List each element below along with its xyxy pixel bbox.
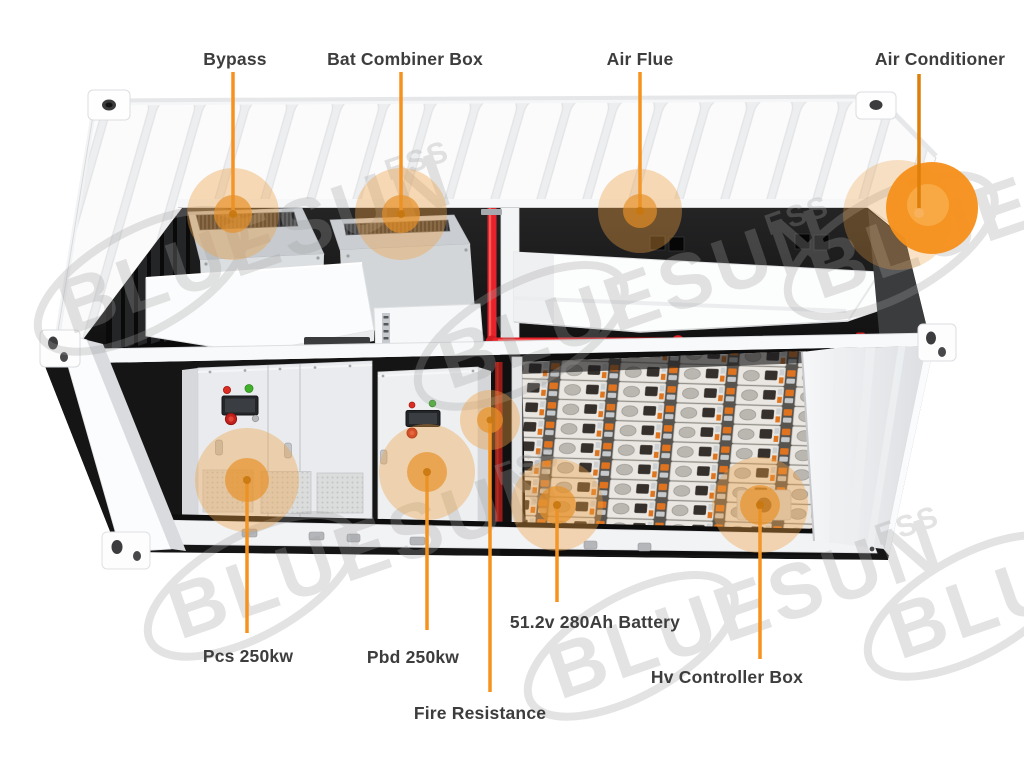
right-end-inner-wall <box>868 210 929 342</box>
callout-label-pcs: Pcs 250kw <box>202 646 294 666</box>
callout-label-air-conditioner: Air Conditioner <box>874 49 1006 69</box>
callout-graphics <box>187 72 978 692</box>
callout-glow-bypass <box>187 168 279 260</box>
callout-label-bypass: Bypass <box>203 49 267 69</box>
wall-vent-slots <box>649 233 830 252</box>
callout-glow-pbd <box>379 424 475 520</box>
callout-label-bat-combiner: Bat Combiner Box <box>327 49 483 69</box>
callout-label-air-flue: Air Flue <box>606 49 674 69</box>
callout-glow-battery <box>511 459 603 551</box>
container-roof <box>55 89 938 347</box>
pbd-door-handle <box>380 449 388 465</box>
corner-casting-bottom-left <box>101 531 151 570</box>
callout-glow-pcs <box>195 428 299 532</box>
pcs-door-handle <box>215 439 223 456</box>
pbd-red-led <box>408 401 416 409</box>
lower-interior <box>44 346 934 560</box>
corner-casting-top-left <box>87 89 131 121</box>
callout-glow-air-conditioner <box>843 74 978 270</box>
pbd-green-led <box>428 399 437 408</box>
callout-label-battery: 51.2v 280Ah Battery <box>509 612 681 632</box>
callout-glow-bat-combiner <box>355 168 447 260</box>
corner-casting-top-right <box>855 91 897 120</box>
corner-casting-front-right <box>917 323 957 362</box>
air-flue-duct <box>513 251 905 333</box>
callout-glow-air-flue <box>598 169 682 253</box>
callout-glow-hv <box>712 457 808 553</box>
right-side-wall <box>801 346 928 549</box>
pcs-green-led <box>244 384 254 393</box>
callout-label-hv: Hv Controller Box <box>650 667 804 687</box>
pcs-door-handle <box>284 442 292 459</box>
bottom-sill <box>149 519 878 554</box>
pcs-red-led <box>222 385 231 394</box>
corner-casting-front-left <box>39 329 81 368</box>
callout-label-pbd: Pbd 250kw <box>366 647 460 667</box>
fire-pipe-lower <box>491 360 514 544</box>
callout-label-fire: Fire Resistance <box>413 703 547 723</box>
callout-glow-fire <box>460 390 520 450</box>
upper-interior <box>44 208 929 352</box>
